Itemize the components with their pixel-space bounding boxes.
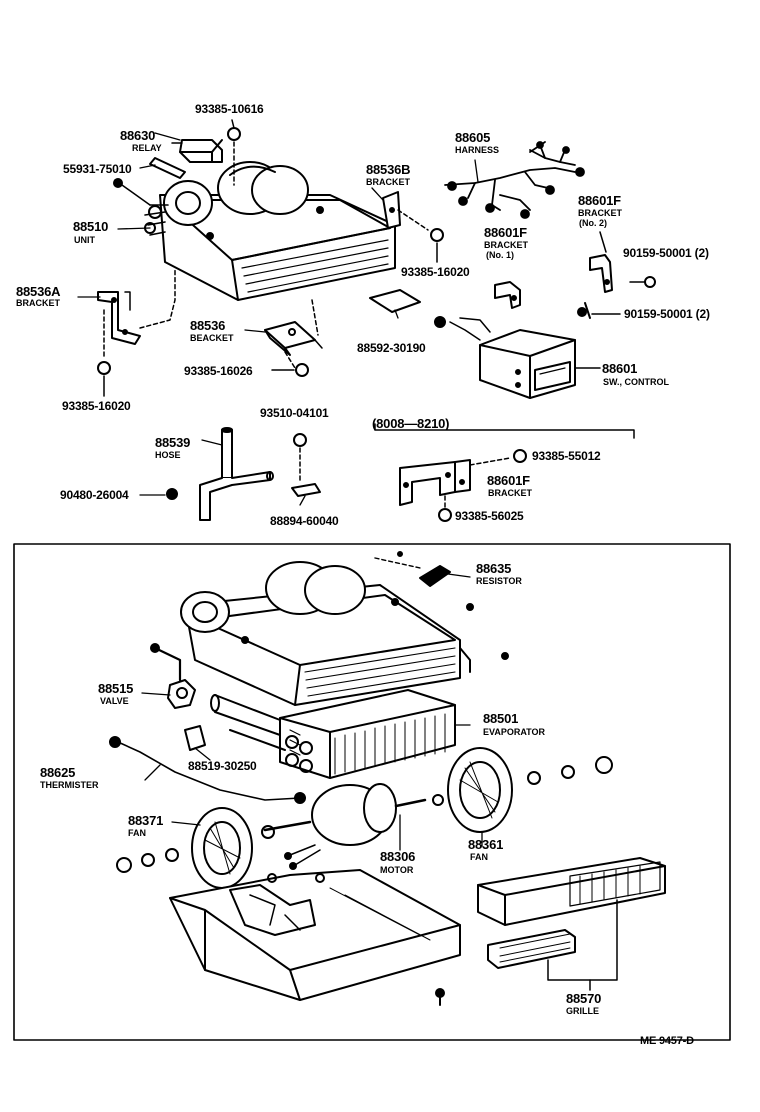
part-number-90159-50001-b: 90159-50001 (2): [624, 307, 710, 321]
part-name-no1: (No. 1): [486, 250, 514, 260]
valve-drawing: [150, 643, 196, 709]
part-name-unit: UNIT: [74, 235, 95, 245]
part-name-bracket-b: BRACKET: [366, 177, 410, 187]
part-name-no2: (No. 2): [579, 218, 607, 228]
part-number-88371: 88371: [128, 813, 164, 828]
part-number-88605: 88605: [455, 130, 491, 145]
part-number-88601: 88601: [602, 361, 638, 376]
part-number-88536b: 88536B: [366, 162, 411, 177]
bracket-88536-drawing: [264, 321, 323, 356]
part-name-thermister: THERMISTER: [40, 780, 99, 790]
part-name-bracket-no1: BRACKET: [484, 240, 528, 250]
control-switch-drawing: [434, 316, 576, 399]
screw-icon: [227, 127, 241, 141]
part-name-harness: HARNESS: [455, 145, 500, 155]
part-number-88601f-no2: 88601F: [578, 193, 621, 208]
part-number-88894-60040: 88894-60040: [270, 514, 339, 528]
part-number-88501: 88501: [483, 711, 519, 726]
part-name-fan-left: FAN: [128, 828, 146, 838]
part-number-93385-16020-left: 93385-16020: [62, 399, 131, 413]
part-number-88635: 88635: [476, 561, 512, 576]
part-name-bracket-no2: BRACKET: [578, 208, 622, 218]
part-number-88361: 88361: [468, 837, 504, 852]
evaporator-drawing: [210, 689, 456, 779]
serial-range: (8008—8210): [372, 416, 450, 431]
part-name-grille: GRILLE: [566, 1006, 599, 1016]
upper-case-drawing: [180, 561, 471, 706]
grille-drawing: [477, 857, 666, 969]
part-name-resistor: RESISTOR: [476, 576, 522, 586]
part-number-93385-16020-mid: 93385-16020: [401, 265, 470, 279]
harness-drawing: [444, 141, 585, 219]
part-name-sw-control: SW., CONTROL: [603, 377, 669, 387]
part-name-valve: VALVE: [100, 696, 129, 706]
part-number-88536: 88536: [190, 318, 226, 333]
part-name-beacket: BEACKET: [190, 333, 234, 343]
bracket-88536a-drawing: [97, 291, 141, 345]
part-number-93385-55012: 93385-55012: [532, 449, 601, 463]
part-number-88519-30250: 88519-30250: [188, 759, 257, 773]
part-name-motor: MOTOR: [380, 865, 414, 875]
part-number-88570: 88570: [566, 991, 602, 1006]
relay-drawing: [171, 139, 223, 163]
part-number-88625: 88625: [40, 765, 76, 780]
document-code: ME 9457-D: [640, 1035, 694, 1047]
part-number-55931-75010: 55931-75010: [63, 162, 132, 176]
part-name-relay: RELAY: [132, 143, 162, 153]
fan-88361-drawing: [447, 747, 513, 833]
motor-drawing: [263, 783, 427, 870]
bracket-88601f-drawing: [399, 459, 471, 506]
part-number-88539: 88539: [155, 435, 191, 450]
part-name-hose: HOSE: [155, 450, 181, 460]
part-name-evaporator: EVAPORATOR: [483, 727, 546, 737]
unit-assembly-drawing: [113, 161, 396, 301]
part-number-88510: 88510: [73, 219, 109, 234]
part-number-93385-16026: 93385-16026: [184, 364, 253, 378]
lower-case-drawing: [169, 869, 461, 1001]
part-name-bracket-a: BRACKET: [16, 298, 60, 308]
part-number-93385-56025: 93385-56025: [455, 509, 524, 523]
part-number-88601f-no1: 88601F: [484, 225, 527, 240]
part-number-88306: 88306: [380, 849, 416, 864]
part-number-88515: 88515: [98, 681, 134, 696]
part-name-fan-right: FAN: [470, 852, 488, 862]
part-number-88592-30190: 88592-30190: [357, 341, 426, 355]
part-name-bracket-c: BRACKET: [488, 488, 532, 498]
part-number-93510-04101: 93510-04101: [260, 406, 329, 420]
part-number-90159-50001-a: 90159-50001 (2): [623, 246, 709, 260]
part-number-88630: 88630: [120, 128, 156, 143]
part-number-90480-26004: 90480-26004: [60, 488, 129, 502]
part-number-88601f-c: 88601F: [487, 473, 530, 488]
assembly-frame: [13, 543, 731, 1041]
bracket-88536b-drawing: [382, 191, 401, 229]
part-number-88536a: 88536A: [16, 284, 61, 299]
hose-drawing: [199, 427, 274, 521]
part-number-93385-10616: 93385-10616: [195, 102, 264, 116]
fan-88371-drawing: [191, 807, 253, 889]
